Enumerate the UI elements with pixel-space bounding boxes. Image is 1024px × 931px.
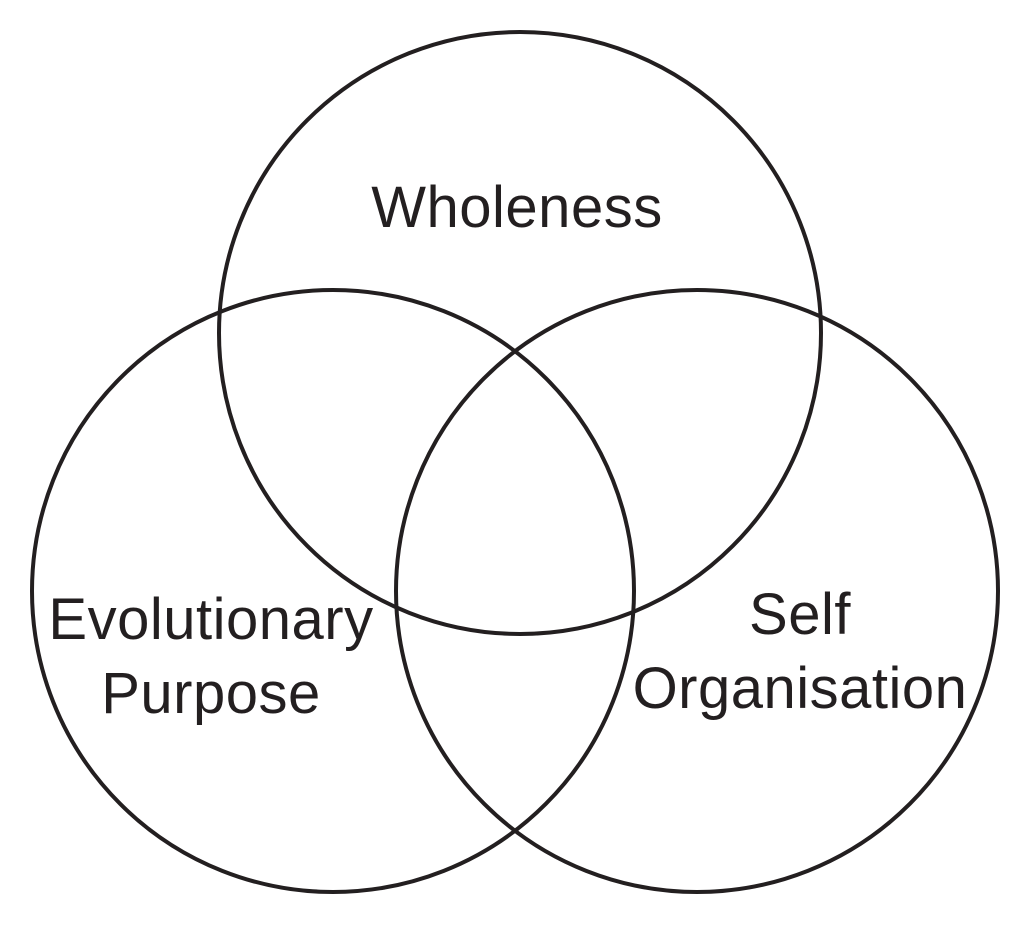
label-evolutionary-purpose-line2: Purpose (101, 661, 321, 726)
label-self-organisation-line2: Organisation (633, 656, 968, 721)
label-wholeness: Wholeness (371, 175, 662, 240)
label-self-organisation-line1: Self (749, 582, 851, 647)
circle-wholeness (217, 30, 823, 636)
circle-self-organisation (394, 288, 1000, 894)
label-evolutionary-purpose-line1: Evolutionary (48, 587, 373, 652)
circle-evolutionary-purpose (30, 288, 636, 894)
